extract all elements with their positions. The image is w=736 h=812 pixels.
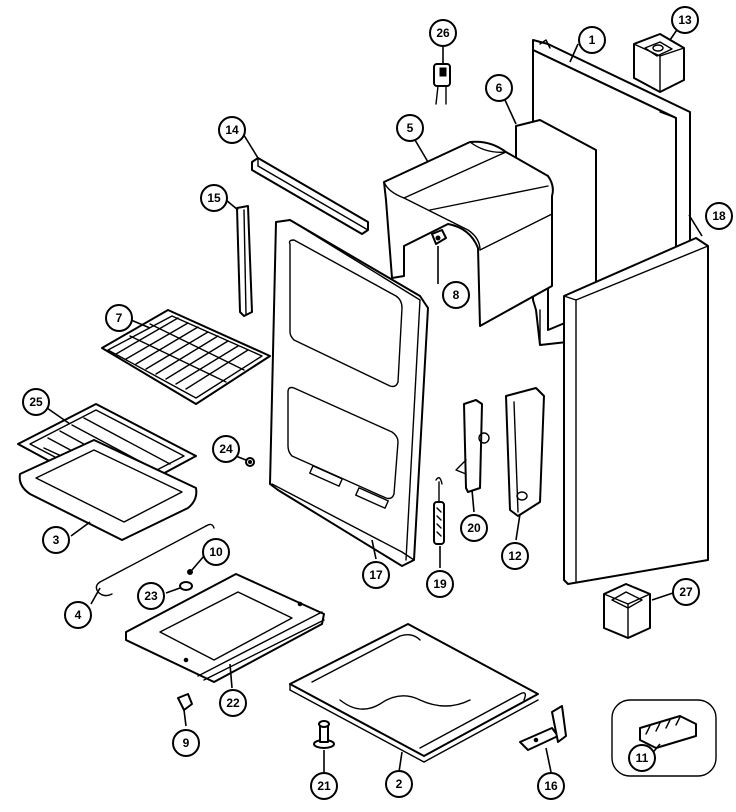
- callout-13-label: 13: [678, 13, 692, 27]
- part-screw-small: [245, 457, 255, 467]
- callout-26-label: 26: [436, 26, 450, 40]
- callout-15: 15: [200, 184, 228, 212]
- callout-4: 4: [64, 601, 92, 629]
- callout-7-label: 7: [116, 311, 123, 325]
- callout-10: 10: [202, 538, 230, 566]
- callout-20: 20: [460, 514, 488, 542]
- part-anti-tip-bracket: [519, 705, 567, 751]
- callout-2: 2: [385, 770, 413, 798]
- callout-6-label: 6: [496, 81, 503, 95]
- callout-21: 21: [310, 772, 338, 800]
- part-oven-liner: [383, 140, 554, 327]
- part-latch: [177, 693, 193, 711]
- callout-12: 12: [501, 542, 529, 570]
- part-broiler-pan: [18, 439, 198, 541]
- callout-1: 1: [578, 26, 606, 54]
- callout-19: 19: [426, 570, 454, 598]
- callout-17-label: 17: [369, 568, 383, 582]
- callout-16: 16: [537, 772, 565, 800]
- callout-16-label: 16: [544, 779, 558, 793]
- callout-27-label: 27: [679, 585, 693, 599]
- callout-19-label: 19: [433, 577, 447, 591]
- part-front-frame: [269, 219, 429, 567]
- part-side-bracket: [505, 387, 545, 517]
- callout-5: 5: [396, 114, 424, 142]
- part-trim-strip-side: [236, 205, 253, 317]
- callout-2-label: 2: [396, 777, 403, 791]
- part-clip-small: [431, 229, 447, 245]
- callout-27: 27: [672, 578, 700, 606]
- callout-5-label: 5: [407, 121, 414, 135]
- callout-13: 13: [671, 6, 699, 34]
- callout-23: 23: [137, 582, 165, 610]
- callout-11-label: 11: [636, 751, 649, 765]
- callout-12-label: 12: [508, 549, 522, 563]
- callout-22: 22: [219, 689, 247, 717]
- callout-21-label: 21: [317, 779, 331, 793]
- part-bottom-panel: [289, 623, 539, 763]
- callout-15-label: 15: [207, 191, 221, 205]
- callout-24-label: 24: [219, 442, 233, 456]
- callout-25-label: 25: [29, 395, 43, 409]
- part-switch: [433, 63, 451, 105]
- callout-1-label: 1: [589, 33, 596, 47]
- callout-7: 7: [105, 304, 133, 332]
- callout-25: 25: [22, 388, 50, 416]
- callout-20-label: 20: [467, 521, 481, 535]
- part-spring: [433, 477, 445, 545]
- callout-3-label: 3: [53, 533, 60, 547]
- callout-14-label: 14: [225, 123, 239, 137]
- callout-3: 3: [42, 526, 70, 554]
- leader-lines: [46, 20, 703, 773]
- part-bracket-box: [603, 583, 651, 639]
- callout-6: 6: [485, 74, 513, 102]
- part-hinge: [455, 399, 490, 493]
- part-side-panel: [563, 237, 709, 585]
- callout-10-label: 10: [209, 545, 223, 559]
- part-washer-23: [179, 581, 193, 591]
- callout-9-label: 9: [183, 736, 190, 750]
- callout-8-label: 8: [453, 288, 460, 302]
- part-clip-10: [187, 569, 193, 575]
- part-junction-box: [633, 33, 685, 93]
- callout-9: 9: [172, 729, 200, 757]
- callout-8: 8: [442, 281, 470, 309]
- callout-24: 24: [212, 435, 240, 463]
- callout-4-label: 4: [75, 608, 82, 622]
- callout-26: 26: [429, 19, 457, 47]
- part-oven-rack: [101, 309, 271, 405]
- callout-14: 14: [218, 116, 246, 144]
- part-trim-strip-top: [251, 157, 369, 235]
- part-inset-bracket: [611, 699, 717, 777]
- part-broiler-drawer: [125, 573, 325, 683]
- callout-11: 11: [628, 744, 656, 772]
- callout-17: 17: [362, 561, 390, 589]
- callout-22-label: 22: [226, 696, 240, 710]
- callout-18: 18: [705, 202, 733, 230]
- callout-18-label: 18: [712, 209, 726, 223]
- part-leveling-leg: [313, 720, 335, 749]
- callout-23-label: 23: [144, 589, 158, 603]
